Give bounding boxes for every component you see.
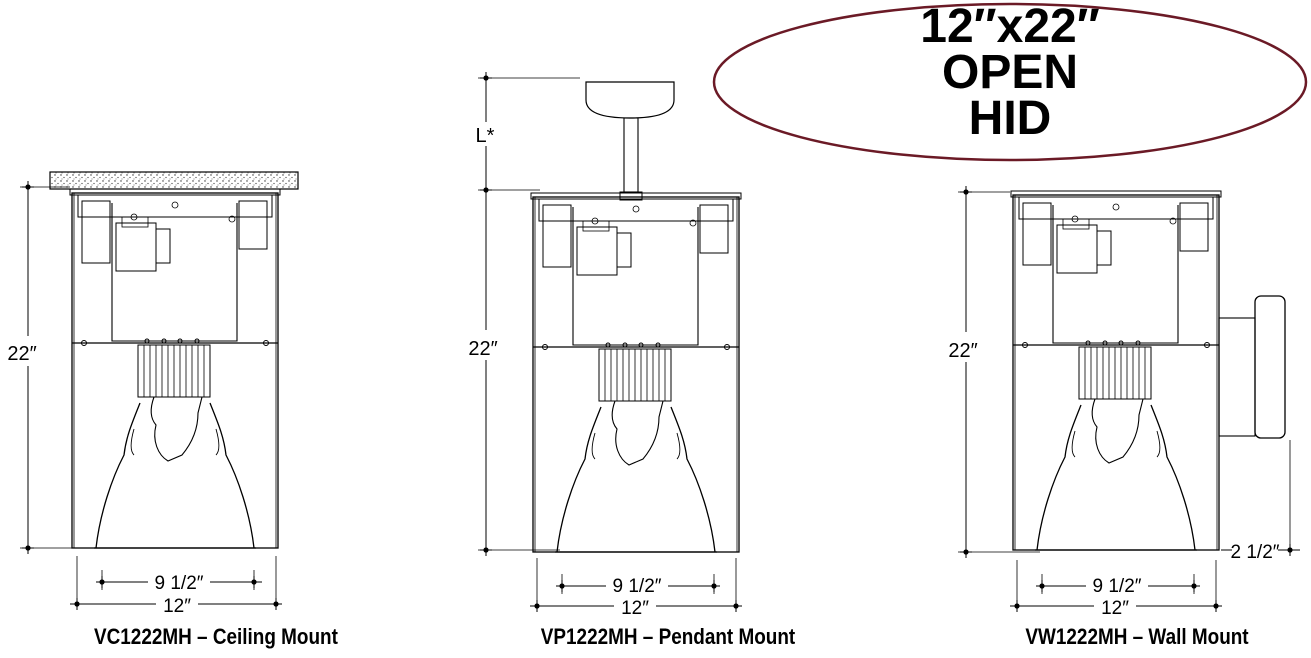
ceiling-mount-view: 22″ 9 1/2″ 12″: [0, 171, 299, 617]
product-badge-text: 12″x22″ OPEN HID: [880, 0, 1140, 145]
wall-plate: [1254, 295, 1286, 439]
ceiling-height-label: 22″: [7, 343, 36, 365]
badge-hid-label: HID: [968, 92, 1052, 145]
wall-inner-width-label: 9 1/2″: [1093, 576, 1142, 597]
ceiling-outer-width-label: 12″: [163, 596, 191, 617]
pendant-stem-label: L*: [476, 125, 495, 147]
wall-fixture-drawing: [1012, 194, 1220, 551]
pendant-outer-width-label: 12″: [621, 598, 649, 619]
ceiling-inner-width-label: 9 1/2″: [155, 573, 204, 594]
wall-height-label: 22″: [948, 340, 977, 362]
pendant-inner-width-label: 9 1/2″: [613, 576, 662, 597]
badge-size-label: 12″x22″: [920, 0, 1100, 53]
ceiling-fixture-drawing: [71, 192, 279, 549]
ceiling-surface: [49, 171, 299, 190]
pendant-stem: [623, 117, 639, 193]
wall-depth-label: 2 1/2″: [1231, 542, 1280, 563]
wall-mount-view: 22″ 2 1/2″ 9 1/2″ 12″: [940, 185, 1300, 619]
ceiling-mount-caption: VC1222MH – Ceiling Mount: [94, 624, 338, 649]
pendant-canopy: [585, 81, 675, 119]
product-badge-ellipse: [712, 2, 1308, 162]
wall-mount-caption: VW1222MH – Wall Mount: [1025, 624, 1249, 649]
pendant-fixture-drawing: [532, 196, 740, 553]
pendant-height-label: 22″: [468, 338, 497, 360]
wall-outer-width-label: 12″: [1101, 598, 1129, 619]
wall-bracket-arm: [1218, 317, 1256, 437]
pendant-mount-caption: VP1222MH – Pendant Mount: [540, 624, 796, 649]
badge-open-label: OPEN: [941, 46, 1079, 99]
pendant-mount-view: L* 22″ 9 1/2″ 12″: [460, 71, 743, 619]
